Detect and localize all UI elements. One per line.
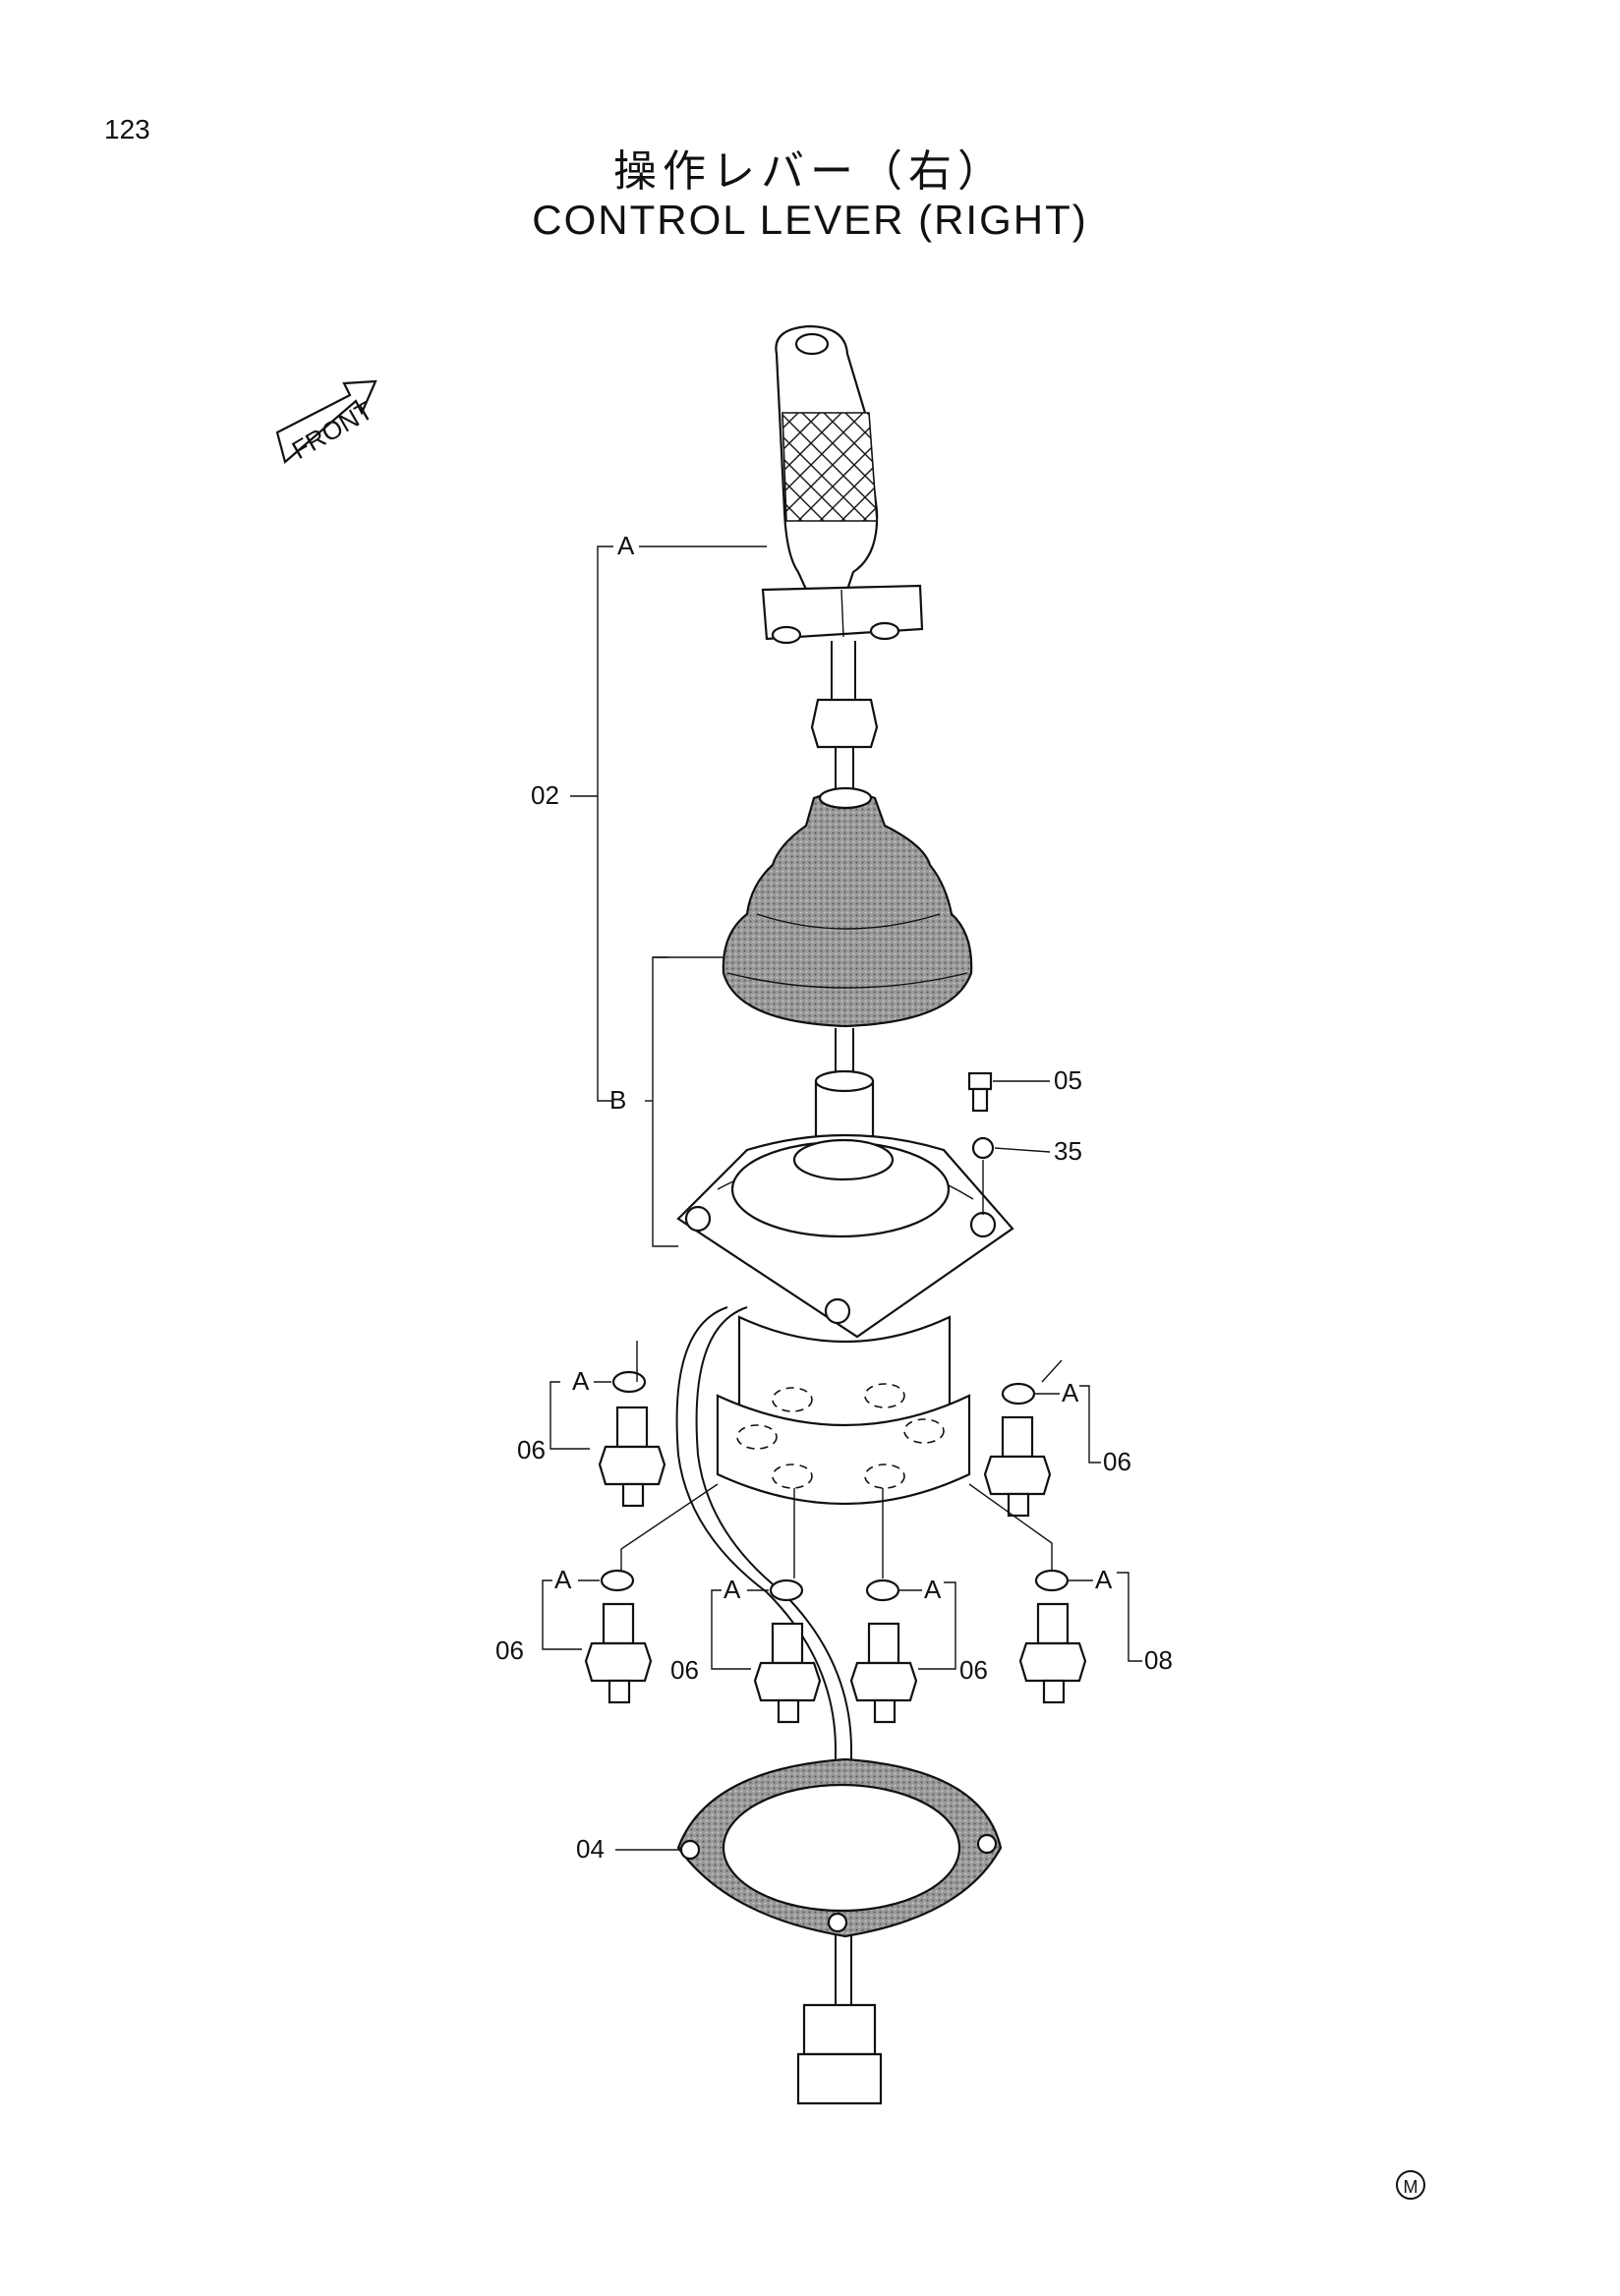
washer [971, 1136, 995, 1160]
page-number: 123 [104, 114, 150, 144]
callout-06: 06 [1103, 1447, 1131, 1476]
callout-02: 02 [531, 780, 559, 810]
callout-05: 05 [1054, 1065, 1082, 1095]
callout-06: 06 [495, 1636, 524, 1665]
callout-b: B [609, 1085, 626, 1115]
lever-shaft [810, 641, 879, 796]
assembly-bracket [570, 545, 767, 1247]
callout-a: A [617, 531, 635, 560]
page-title-english: CONTROL LEVER (RIGHT) [532, 197, 1088, 243]
bolt [967, 1071, 993, 1113]
callout-08: 08 [1144, 1645, 1173, 1675]
pusher-fitting [1018, 1569, 1087, 1704]
rubber-boot [722, 786, 973, 1028]
connector-plug [796, 1966, 883, 2105]
callout-06: 06 [517, 1435, 546, 1464]
callout-04: 04 [576, 1834, 605, 1864]
callout-06: 06 [670, 1655, 699, 1685]
gasket-plate [676, 1757, 1003, 1938]
callout-a: A [554, 1565, 572, 1594]
page-title-japanese: 操作レバー（右） [613, 146, 1007, 197]
pusher-fitting [983, 1382, 1052, 1518]
callout-a: A [1062, 1378, 1079, 1407]
pusher-fitting [584, 1569, 653, 1704]
callout-06: 06 [959, 1655, 988, 1685]
pusher-fitting [849, 1578, 918, 1724]
harness-cable [675, 1306, 837, 2005]
callout-a: A [723, 1575, 741, 1604]
grip-handle [761, 324, 924, 645]
callout-a: A [572, 1366, 590, 1396]
callout-a: A [924, 1575, 942, 1604]
callout-35: 35 [1054, 1136, 1082, 1166]
pusher-fitting [753, 1578, 822, 1724]
pusher-fitting [598, 1370, 666, 1508]
valve-body [676, 1069, 1014, 1505]
footer-mark: M [1396, 2170, 1425, 2200]
front-arrow-icon: FRONT [275, 379, 377, 465]
callout-a: A [1095, 1565, 1113, 1594]
